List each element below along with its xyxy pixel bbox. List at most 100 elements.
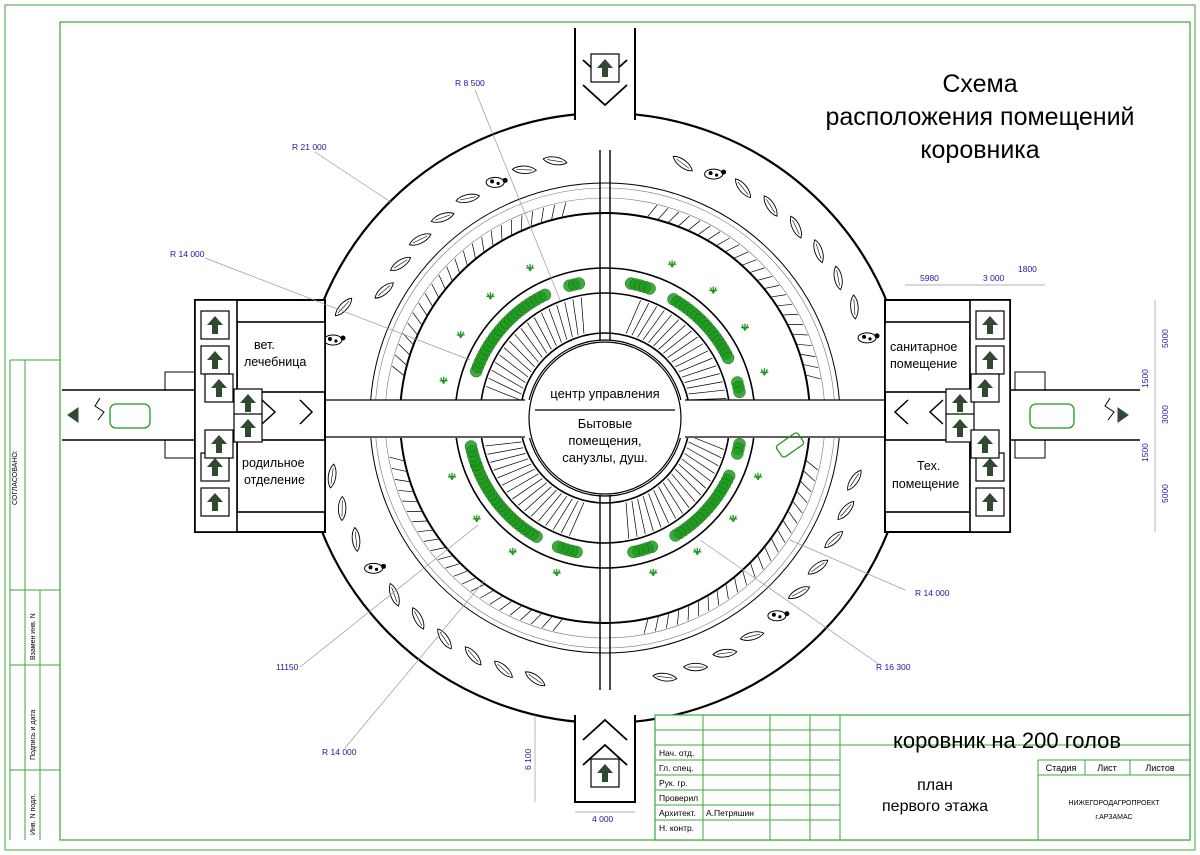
stall-divider (499, 601, 512, 611)
inner-stall-divider (681, 458, 711, 482)
heading-line-2: расположения помещений (825, 103, 1134, 131)
stall-divider (530, 211, 534, 226)
dim-v5000-bot: 5000 (1160, 484, 1170, 503)
stall-divider (463, 250, 468, 266)
stall-divider (391, 467, 407, 472)
inner-stall-divider (681, 365, 717, 378)
inner-stall-divider (662, 482, 683, 514)
stall-divider (668, 211, 680, 223)
stall-divider (678, 215, 690, 226)
stamp-inv-orig: Инв. N подл. (30, 794, 37, 835)
stall-divider (541, 616, 552, 628)
stall-divider (470, 584, 485, 592)
side-stamp: СОГЛАСОВАНО: Взамен инв. N Подпись и дат… (9, 359, 60, 840)
inner-stall-divider (625, 300, 642, 334)
stall-divider (540, 207, 544, 223)
stall-divider (806, 460, 818, 471)
stall-divider (707, 596, 710, 611)
dim-3000: 3 000 (983, 273, 1005, 283)
role-4-name: А.Петряшин (706, 808, 754, 818)
center-line-1: Бытовые (578, 416, 632, 431)
plan-heading: Схема расположения помещений коровника (825, 70, 1134, 164)
dimension-labels: R 8 500 R 21 000 R 14 000 R 14 000 R 16 … (170, 78, 1170, 824)
stall-divider (489, 596, 503, 605)
stall-divider (803, 364, 819, 369)
stall-divider (392, 365, 404, 376)
role-1: Гл. спец. (659, 763, 694, 773)
inner-stall-divider (485, 441, 522, 447)
stall-divider (472, 243, 476, 258)
stall-divider (490, 230, 494, 246)
right-exit (1010, 371, 1140, 459)
inner-stall-divider (491, 369, 524, 389)
stall-divider (783, 520, 792, 534)
inner-stall-divider (537, 493, 562, 522)
dim-r21000: R 21 000 (292, 142, 327, 152)
inner-stall-divider (631, 302, 650, 336)
stall-divider (424, 293, 433, 306)
inner-stall-divider (490, 453, 526, 463)
inner-stall-divider (653, 319, 680, 347)
stall-divider (800, 353, 816, 357)
inner-stall-divider (662, 330, 692, 354)
inner-stall-divider (564, 301, 573, 338)
stall-divider (551, 204, 556, 220)
stall-divider (389, 456, 404, 462)
inner-stall-divider (488, 377, 522, 395)
stall-divider (803, 471, 815, 482)
dim-6100: 6 100 (523, 748, 533, 770)
inner-stall-divider (518, 482, 548, 506)
stall-divider (716, 590, 720, 606)
dim-r16300: R 16 300 (876, 662, 911, 672)
planter-cell (721, 351, 735, 365)
org-city: г.АРЗАМАС (1095, 814, 1132, 821)
inner-stall-divider (678, 463, 707, 489)
inner-stall-divider (648, 493, 662, 528)
stamp-agreed: СОГЛАСОВАНО: (12, 450, 19, 505)
role-4: Архитект. (659, 808, 696, 818)
tech-label-2: помещение (892, 477, 959, 491)
inner-stall-divider (675, 350, 709, 368)
inner-stall-divider (637, 498, 646, 535)
center-title: центр управления (550, 386, 659, 401)
inner-stall-divider (686, 381, 723, 389)
planter-cell (572, 277, 586, 290)
stall-divider (446, 266, 453, 281)
stall-divider (402, 333, 413, 345)
vehicle-icon (775, 432, 805, 458)
inner-stall-divider (568, 502, 585, 536)
inner-stall-divider (541, 312, 557, 347)
stall-divider (398, 489, 413, 493)
center-line-2: помещения, (568, 433, 641, 448)
stall-divider (666, 613, 670, 629)
inner-stall-divider (688, 389, 725, 395)
role-2: Рук. гр. (659, 778, 688, 788)
inner-stall-divider (572, 299, 579, 336)
sanitary-label-2: помещение (890, 357, 957, 371)
stall-divider (395, 354, 407, 365)
stall-divider (658, 208, 669, 220)
stall-divider (792, 501, 803, 514)
cow-silhouette-icon (683, 662, 709, 672)
dim-v1500-bot: 1500 (1140, 443, 1150, 462)
stall-divider (402, 500, 417, 503)
inner-stall-divider (520, 328, 543, 358)
dimension-leaders (204, 89, 1156, 813)
inner-stall-divider (512, 478, 543, 500)
stall-divider (552, 619, 563, 631)
stall-divider (530, 613, 542, 625)
inner-stall-divider (671, 473, 696, 502)
planter-cell (551, 540, 565, 553)
inner-stall-divider (524, 486, 552, 512)
stall-divider (793, 333, 808, 336)
stall-divider (676, 610, 680, 625)
stall-divider (734, 251, 749, 259)
stall-divider (783, 313, 798, 316)
sheets-header: Листов (1145, 763, 1174, 773)
stall-divider (647, 205, 658, 217)
stall-divider (423, 538, 439, 542)
dim-r14000-a: R 14 000 (170, 249, 205, 259)
stall-divider (797, 343, 812, 347)
heading-line-3: коровника (920, 136, 1039, 164)
birth-label-2: отделение (244, 473, 305, 487)
